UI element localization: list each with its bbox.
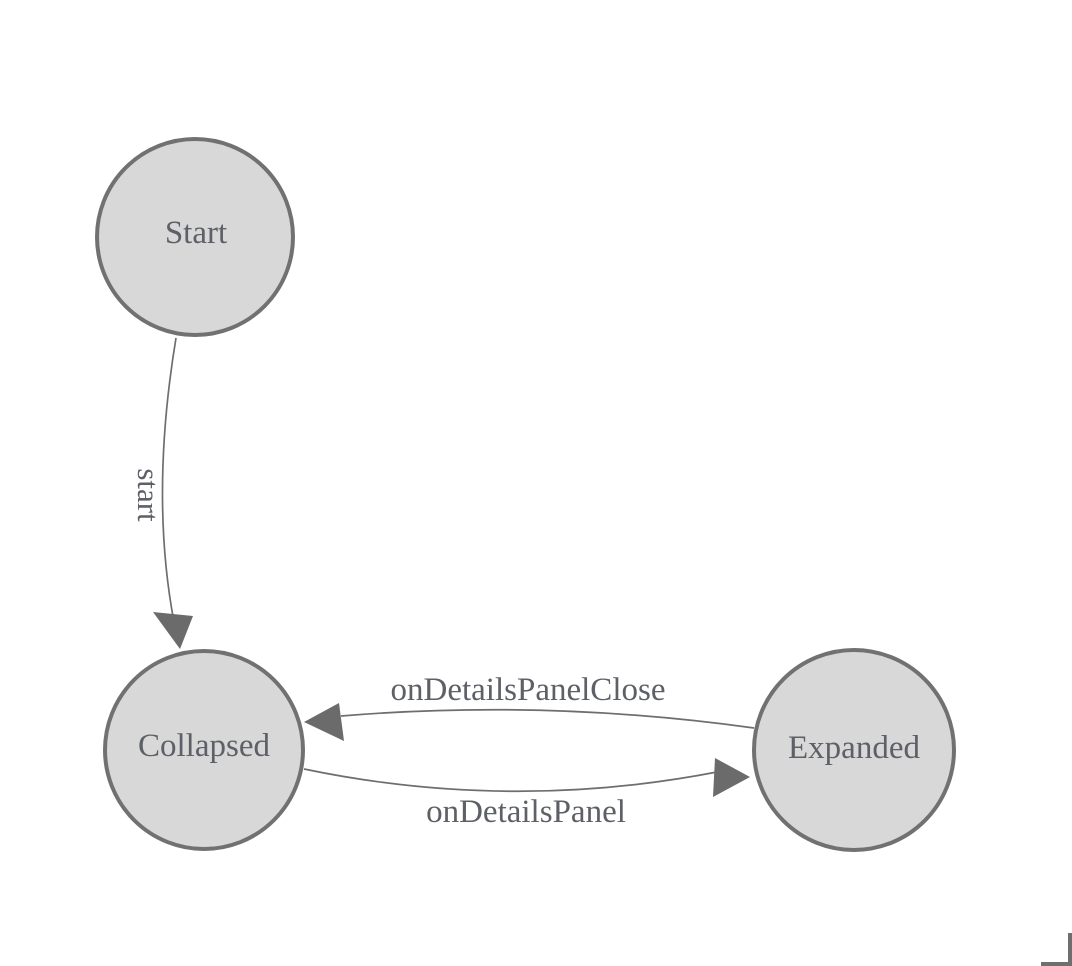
node-start[interactable]: Start [95, 137, 295, 337]
node-collapsed[interactable]: Collapsed [103, 649, 305, 851]
node-circle-collapsed[interactable] [103, 649, 305, 851]
edge-line-ondetailspanelclose [340, 708, 755, 729]
node-circle-start[interactable] [95, 137, 295, 337]
arrowhead-icon [304, 703, 344, 741]
edge-line-start [161, 337, 177, 623]
node-label-collapsed: Collapsed [138, 728, 270, 764]
node-circle-expanded[interactable] [752, 648, 956, 852]
edge-label-start: start [131, 468, 166, 522]
edge-start-to-collapsed: start [131, 337, 193, 649]
node-label-start: Start [165, 215, 227, 251]
arrowhead-icon [713, 758, 750, 797]
edge-collapsed-to-expanded: onDetailsPanel [303, 758, 750, 830]
edge-label-ondetailspanel: onDetailsPanel [426, 794, 626, 830]
edge-expanded-to-collapsed: onDetailsPanelClose [304, 672, 755, 741]
vertical-scrollbar[interactable] [1068, 933, 1072, 963]
edge-label-ondetailspanelclose: onDetailsPanelClose [391, 672, 666, 708]
node-label-expanded: Expanded [788, 730, 920, 766]
node-expanded[interactable]: Expanded [752, 648, 956, 852]
arrowhead-icon [153, 612, 193, 649]
edge-line-ondetailspanel [303, 768, 718, 793]
horizontal-scrollbar[interactable] [1041, 962, 1072, 966]
